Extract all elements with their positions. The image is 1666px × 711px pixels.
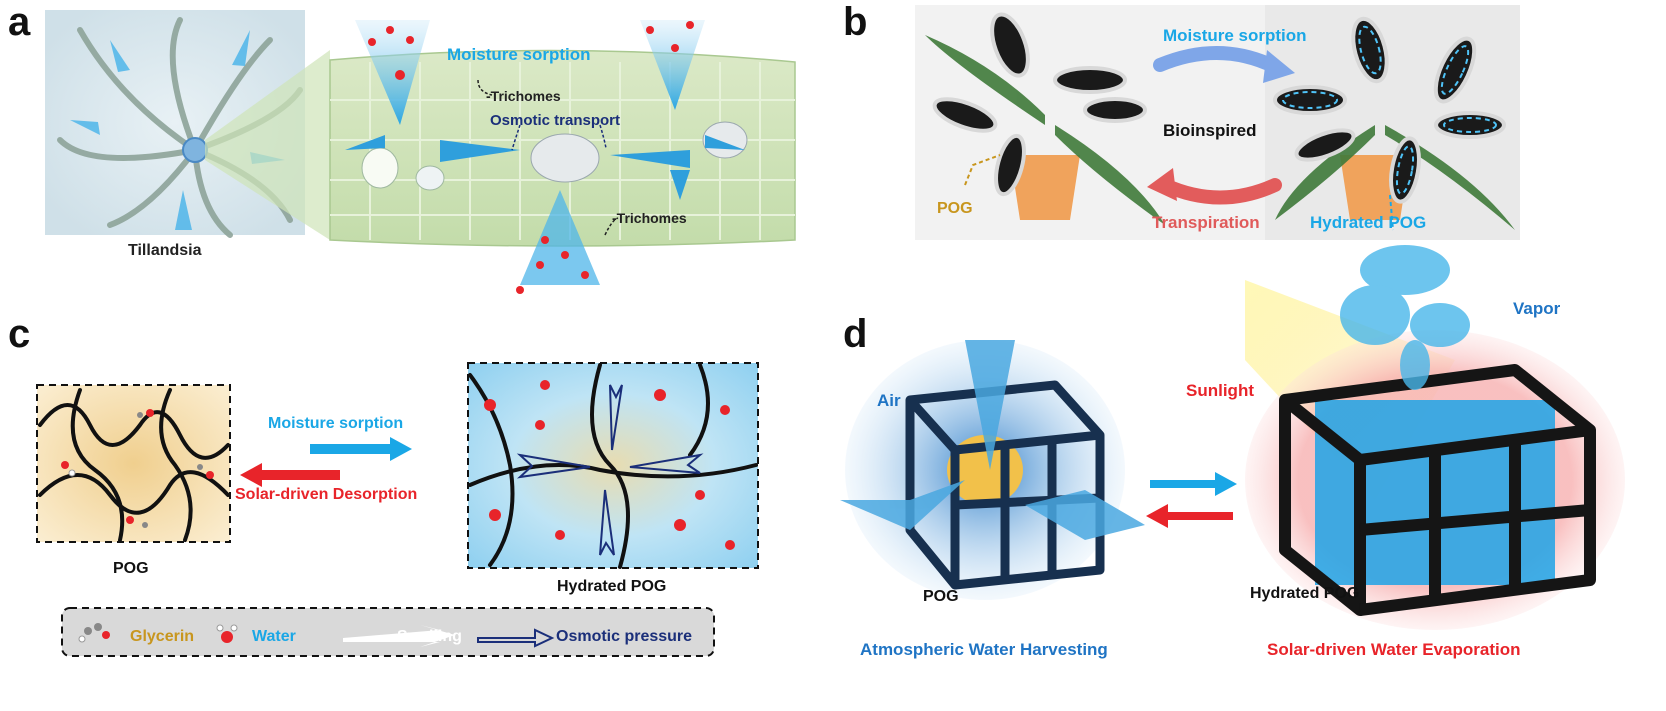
desorption-arrow: [240, 463, 340, 487]
panel-letter-b: b: [843, 0, 868, 44]
panel-a-illustration: [45, 10, 796, 294]
d-air-label: Air: [877, 391, 901, 410]
c-hydrated-pog-label: Hydrated POG: [557, 578, 667, 595]
panel-letter-c: c: [8, 312, 31, 356]
pore: [361, 147, 399, 189]
legend-swelling-label: Swelling: [397, 628, 462, 645]
hydrated-chains: [468, 363, 758, 569]
panel-d-illustration: [840, 245, 1625, 630]
central-trichome: [530, 133, 600, 183]
panel-b-photo: [915, 5, 1520, 240]
vapor-plume: [1340, 245, 1470, 390]
legend-glycerin-label: Glycerin: [130, 628, 195, 645]
b-moisture-sorption-label: Moisture sorption: [1163, 26, 1307, 45]
panel-letter-d: d: [843, 312, 868, 356]
osmotic-arrows: [345, 135, 745, 200]
d-atmospheric-label: Atmospheric Water Harvesting: [860, 640, 1108, 659]
a-trichomes-bottom-label: -Trichomes: [612, 210, 687, 226]
forward-arrow: [1150, 472, 1237, 496]
funnel-arrow: [355, 20, 430, 125]
pog-box: [36, 384, 231, 543]
legend-water-label: Water: [252, 628, 296, 645]
pog-chains: [38, 388, 230, 542]
d-pog-label: POG: [923, 588, 959, 605]
a-trichomes-top-label: -Trichomes: [486, 88, 561, 104]
hydrated-molecules: [484, 380, 735, 550]
swelling-arrow-icon: [343, 625, 455, 647]
funnel-arrow: [640, 20, 705, 110]
d-sunlight-label: Sunlight: [1186, 381, 1254, 400]
water-molecules: [368, 21, 694, 294]
sorption-arrow: [310, 437, 412, 461]
osmotic-pressure-arrow-icon: [477, 628, 555, 648]
pore: [415, 165, 445, 191]
b-bioinspired-label: Bioinspired: [1163, 121, 1257, 140]
c-solar-desorption-label: Solar-driven Desorption: [235, 486, 418, 503]
d-vapor-label: Vapor: [1513, 299, 1561, 318]
water-icon: [216, 624, 238, 643]
osmotic-arrows-c: [516, 384, 704, 556]
b-hydrated-pog-label: Hydrated POG: [1310, 213, 1427, 232]
glycerin-icon: [78, 623, 110, 643]
magnify-spot: [182, 137, 208, 163]
a-osmotic-transport-label: Osmotic transport: [490, 112, 621, 129]
left-arrows: [840, 340, 1145, 540]
reverse-arrow: [1146, 504, 1233, 528]
legend-box: [61, 607, 715, 657]
c-pog-label: POG: [113, 560, 149, 577]
pog-molecules: [61, 409, 214, 528]
right-cube: [1279, 364, 1596, 616]
legend-osmotic-pressure-label: Osmotic pressure: [556, 628, 693, 645]
c-moisture-sorption-label: Moisture sorption: [268, 415, 404, 432]
b-transpiration-label: Transpiration: [1152, 213, 1260, 232]
zoom-cone: [205, 50, 330, 240]
panel-c-illustration: [36, 362, 759, 657]
panel-letter-a: a: [8, 0, 31, 44]
d-solar-evaporation-label: Solar-driven Water Evaporation: [1267, 640, 1521, 659]
d-hydrated-pog-label: Hydrated POG: [1250, 585, 1360, 602]
tillandsia-label: Tillandsia: [128, 242, 202, 259]
a-moisture-sorption-label: Moisture sorption: [447, 45, 591, 64]
b-pog-label: POG: [937, 200, 973, 217]
